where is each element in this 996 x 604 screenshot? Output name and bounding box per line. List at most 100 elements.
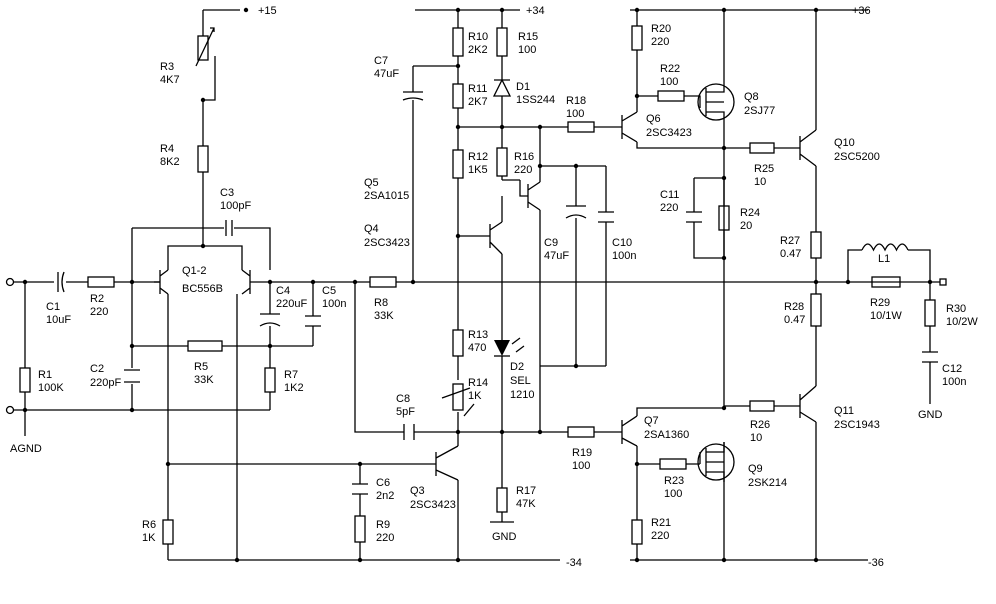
label-r27-value: 0.47 — [780, 248, 801, 260]
resistor-r14 — [452, 383, 464, 411]
label-l1-ref: L1 — [878, 253, 890, 265]
label-q6-ref: Q6 — [646, 113, 661, 125]
label-q10-ref: Q10 — [834, 137, 855, 149]
label-d2-ref: D2 — [510, 361, 524, 373]
label-d1-ref: D1 — [516, 81, 530, 93]
resistor-r3 — [197, 35, 209, 61]
label-c7-value: 47uF — [374, 68, 399, 80]
label-r29-value: 10/1W — [870, 310, 902, 322]
label-r9-ref: R9 — [376, 519, 390, 531]
label-c12-value: 100n — [942, 376, 966, 388]
label-c10-value: 100n — [612, 250, 636, 262]
resistor-r9 — [354, 515, 366, 543]
capacitor-c8 — [403, 424, 415, 440]
label-r11-value: 2K7 — [468, 96, 488, 108]
capacitor-c11 — [686, 211, 702, 223]
resistor-r21 — [631, 519, 643, 545]
label-q5-value: 2SA1015 — [364, 190, 409, 202]
resistor-r5 — [187, 340, 223, 352]
label-r3-value: 4K7 — [160, 74, 180, 86]
label-q3-ref: Q3 — [410, 485, 425, 497]
label-r25-value: 10 — [754, 176, 766, 188]
transistor-q10 — [799, 129, 817, 167]
diodes-inductor — [492, 78, 909, 357]
led-d2 — [494, 340, 510, 356]
label-r21-value: 220 — [651, 530, 669, 542]
resistor-r18 — [567, 121, 595, 133]
label-r28-value: 0.47 — [784, 314, 805, 326]
resistor-r24 — [718, 205, 730, 231]
label-r22-value: 100 — [660, 76, 678, 88]
rail-label-p15: +15 — [258, 5, 277, 17]
label-r2-ref: R2 — [90, 293, 104, 305]
label-r23-ref: R23 — [664, 475, 684, 487]
rail-label-n36: -36 — [868, 557, 884, 569]
label-r8-value: 33K — [374, 310, 394, 322]
label-r24-value: 20 — [740, 220, 752, 232]
label-r16-value: 220 — [514, 164, 532, 176]
transistor-q7 — [621, 415, 638, 447]
label-c7-ref: C7 — [374, 55, 388, 67]
label-q9-ref: Q9 — [748, 463, 763, 475]
ground-label-gnd-out: GND — [918, 409, 943, 421]
capacitor-c3 — [225, 220, 233, 236]
label-c11-value: 220 — [660, 202, 678, 214]
label-q9-value: 2SK214 — [748, 477, 787, 489]
label-r14-ref: R14 — [468, 377, 488, 389]
label-r28-ref: R28 — [784, 301, 804, 313]
resistor-r23 — [659, 458, 687, 470]
label-q7-value: 2SA1360 — [644, 429, 689, 441]
output-terminal — [939, 278, 947, 286]
label-r13-ref: R13 — [468, 329, 488, 341]
label-q3-value: 2SC3423 — [410, 499, 456, 511]
label-r29-ref: R29 — [870, 297, 890, 309]
label-c1-ref: C1 — [46, 301, 60, 313]
transistor-q6 — [621, 111, 638, 143]
label-r1-ref: R1 — [38, 369, 52, 381]
resistor-r2 — [87, 276, 115, 288]
label-c8-value: 5pF — [396, 406, 415, 418]
resistor-r4 — [197, 145, 209, 173]
label-d2-value: SEL — [510, 375, 531, 387]
label-r3-ref: R3 — [160, 61, 174, 73]
label-c6-ref: C6 — [376, 477, 390, 489]
label-q4-value: 2SC3423 — [364, 237, 410, 249]
label-r12-value: 1K5 — [468, 164, 488, 176]
label-c4-value: 220uF — [276, 298, 307, 310]
label-r18-value: 100 — [566, 108, 584, 120]
label-q5-ref: Q5 — [364, 177, 379, 189]
ground-label-gnd-d: GND — [492, 531, 517, 543]
label-c10-ref: C10 — [612, 237, 632, 249]
resistor-r6 — [162, 519, 174, 545]
rail-label-p36: +36 — [852, 5, 871, 17]
label-r30-ref: R30 — [946, 303, 966, 315]
label-r8-ref: R8 — [374, 297, 388, 309]
label-r13-value: 470 — [468, 342, 486, 354]
label-r1-value: 100K — [38, 382, 64, 394]
label-q11-ref: Q11 — [834, 405, 854, 417]
label-q10-value: 2SC5200 — [834, 151, 880, 163]
label-r7-ref: R7 — [284, 369, 298, 381]
ground-label-agnd: AGND — [10, 443, 42, 455]
label-r4-ref: R4 — [160, 143, 174, 155]
rail-label-n34: -34 — [566, 557, 582, 569]
label-r16-ref: R16 — [514, 151, 534, 163]
resistor-r20 — [631, 25, 643, 51]
label-c11-ref: C11 — [660, 189, 679, 201]
label-r25-ref: R25 — [754, 163, 774, 175]
transistor-q1a — [159, 269, 169, 295]
label-r26-ref: R26 — [750, 419, 770, 431]
label-r23-value: 100 — [664, 488, 682, 500]
diode-d1 — [492, 78, 512, 97]
label-r21-ref: R21 — [651, 517, 671, 529]
label-c9-value: 47uF — [544, 250, 569, 262]
label-d2-value2: 1210 — [510, 389, 534, 401]
label-q12-ref: Q1-2 — [182, 265, 206, 277]
junction-dots — [22, 7, 933, 563]
resistor-r17 — [496, 487, 508, 513]
label-r15-ref: R15 — [518, 31, 538, 43]
transistor-q5 — [527, 181, 541, 211]
resistor-r26 — [749, 400, 775, 412]
